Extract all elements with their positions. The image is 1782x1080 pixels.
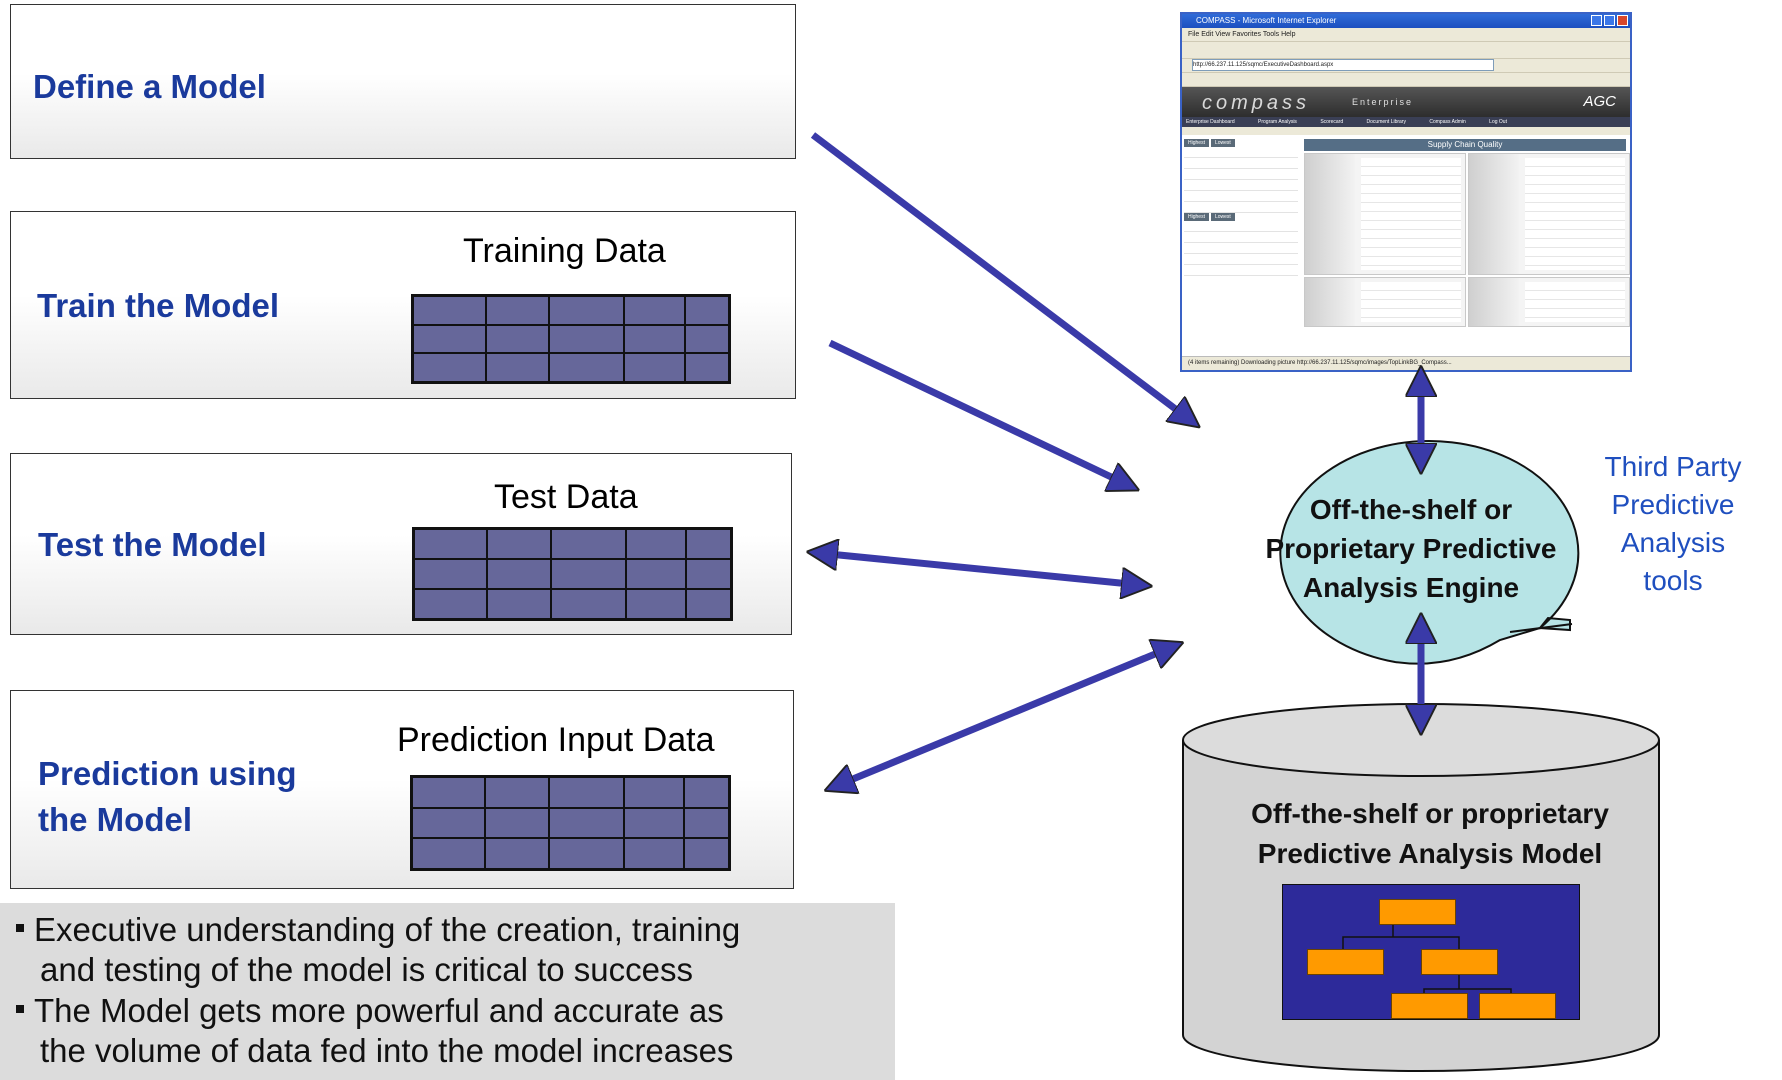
test-data-label: Test Data — [494, 478, 638, 516]
note-1: Executive understanding of the creation,… — [16, 910, 876, 990]
training-data-grid — [411, 294, 731, 384]
window-controls — [1591, 15, 1628, 26]
define-panel: Define a Model — [10, 4, 796, 159]
third-party-line2: Predictive — [1611, 489, 1735, 520]
model-label-line2: Predictive Analysis Model — [1257, 838, 1603, 869]
third-party-line3: Analysis — [1620, 527, 1726, 558]
training-data-label: Training Data — [463, 232, 666, 270]
org-chart-connectors — [1342, 925, 1512, 995]
train-label: Train the Model — [37, 287, 280, 324]
tab-highest-2: Highest — [1184, 213, 1209, 221]
tab-highest: Highest — [1184, 139, 1209, 147]
engine-label: Off-the-shelf or Proprietary Predictive … — [1246, 490, 1576, 607]
browser-toolbar — [1182, 42, 1630, 59]
note-2: The Model gets more powerful and accurat… — [16, 991, 876, 1071]
compass-logo: compass — [1202, 92, 1311, 114]
tab-lowest-2: Lowest — [1210, 213, 1235, 221]
engine-label-line2: Proprietary Predictive — [1265, 533, 1557, 564]
engine-label-line3: Analysis Engine — [1302, 572, 1520, 603]
test-panel: Test the Model Test Data — [10, 453, 792, 635]
third-party-line4: tools — [1643, 565, 1703, 596]
maximize-icon — [1604, 15, 1615, 26]
train-panel: Train the Model Training Data — [10, 211, 796, 399]
browser-menu-bar: File Edit View Favorites Tools Help — [1182, 28, 1630, 42]
nav-item: Scorecard — [1320, 119, 1344, 125]
arrow-predict-engine — [836, 647, 1172, 786]
arrow-train-to-engine — [828, 339, 1128, 485]
browser-address-bar: http://66.237.11.125/sqmc/ExecutiveDashb… — [1182, 59, 1630, 73]
notes-box: Executive understanding of the creation,… — [0, 903, 895, 1080]
compass-banner: compass Enterprise AGC — [1182, 87, 1630, 117]
dashboard-card — [1468, 277, 1630, 327]
define-label: Define a Model — [33, 68, 266, 105]
arrow-test-engine — [819, 553, 1140, 585]
dashboard-card — [1304, 153, 1466, 275]
predict-panel: Prediction using the Model Prediction In… — [10, 690, 794, 889]
third-party-line1: Third Party — [1604, 451, 1742, 482]
engine-label-line1: Off-the-shelf or — [1309, 494, 1513, 525]
test-label: Test the Model — [38, 526, 267, 563]
note-1-line2: and testing of the model is critical to … — [40, 951, 693, 988]
tab-lowest: Lowest — [1210, 139, 1235, 147]
dashboard-screenshot: COMPASS - Microsoft Internet Explorer Fi… — [1180, 12, 1632, 372]
supply-chain-header: Supply Chain Quality — [1304, 139, 1626, 151]
prediction-data-label: Prediction Input Data — [397, 721, 715, 759]
browser-status-bar: (4 items remaining) Downloading picture … — [1182, 356, 1630, 370]
close-icon — [1617, 15, 1628, 26]
dashboard-card — [1468, 153, 1630, 275]
browser-links-bar — [1182, 73, 1630, 87]
nav-item: Enterprise Dashboard — [1186, 119, 1235, 125]
org-node-right — [1421, 949, 1498, 975]
org-node-left — [1307, 949, 1384, 975]
org-node-root — [1379, 899, 1456, 925]
engine-bubble-tail — [1509, 623, 1573, 633]
nav-item: Document Library — [1366, 119, 1406, 125]
prediction-data-grid — [410, 775, 731, 871]
third-party-label: Third Party Predictive Analysis tools — [1598, 448, 1748, 600]
test-data-grid — [412, 527, 733, 621]
compass-edition: Enterprise — [1352, 97, 1414, 107]
note-1-line1: Executive understanding of the creation,… — [34, 911, 741, 948]
nav-item: Log Out — [1489, 119, 1507, 125]
bullet-icon — [16, 924, 24, 933]
compass-nav: Enterprise Dashboard Program Analysis Sc… — [1182, 117, 1630, 127]
arrow-define-to-screen — [810, 132, 1190, 420]
model-org-chart — [1282, 884, 1580, 1020]
bullet-icon — [16, 1005, 24, 1014]
model-label-line1: Off-the-shelf or proprietary — [1251, 798, 1609, 829]
note-2-line2: the volume of data fed into the model in… — [40, 1032, 734, 1069]
predict-label-line1: Prediction using — [38, 755, 297, 792]
org-node-bottom-right — [1479, 993, 1556, 1019]
address-field: http://66.237.11.125/sqmc/ExecutiveDashb… — [1192, 59, 1494, 72]
minimize-icon — [1591, 15, 1602, 26]
predict-label-line2: the Model — [38, 801, 192, 838]
nav-item: Program Analysis — [1258, 119, 1297, 125]
browser-title-bar: COMPASS - Microsoft Internet Explorer — [1182, 14, 1630, 28]
nav-item: Compass Admin — [1429, 119, 1466, 125]
engine-bubble — [1279, 440, 1580, 665]
agc-logo: AGC — [1583, 93, 1616, 110]
browser-title: COMPASS - Microsoft Internet Explorer — [1196, 16, 1337, 25]
dashboard-card — [1304, 277, 1466, 327]
note-2-line1: The Model gets more powerful and accurat… — [34, 992, 724, 1029]
org-node-bottom-left — [1391, 993, 1468, 1019]
model-label: Off-the-shelf or proprietary Predictive … — [1205, 794, 1655, 874]
dashboard-main: Supply Chain Quality — [1304, 139, 1630, 356]
